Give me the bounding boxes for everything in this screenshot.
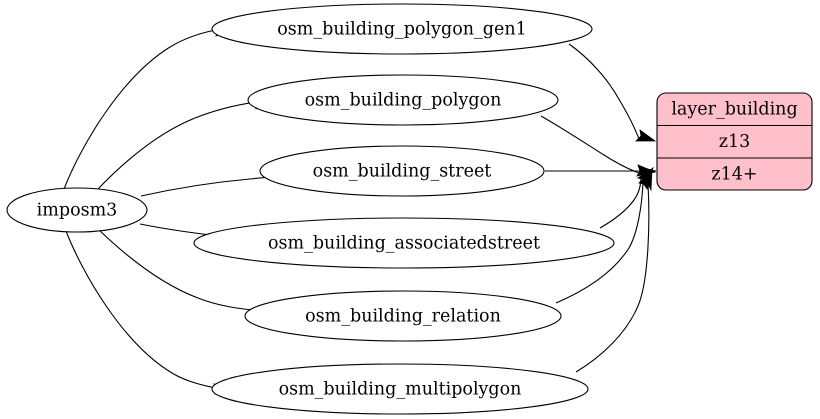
node-label: osm_building_street bbox=[313, 162, 492, 182]
edge-path bbox=[568, 43, 640, 140]
record-row-z14plus: z14+ bbox=[711, 165, 757, 185]
node-shape bbox=[6, 187, 148, 233]
edge-path bbox=[96, 101, 257, 191]
node-osm_building_multipolygon[interactable]: osm_building_multipolygon bbox=[211, 363, 589, 415]
edge-path bbox=[63, 29, 217, 190]
record-row-title: layer_building bbox=[671, 100, 797, 120]
edge-path bbox=[65, 230, 217, 389]
node-osm_building_relation[interactable]: osm_building_relation bbox=[244, 290, 562, 342]
node-shape bbox=[211, 3, 593, 55]
arrow-head-icon bbox=[635, 129, 657, 142]
node-layer_building[interactable]: layer_building z13 z14+ bbox=[656, 92, 813, 191]
node-label: osm_building_relation bbox=[305, 307, 501, 327]
record-background bbox=[656, 92, 813, 191]
edge-path bbox=[98, 229, 263, 312]
node-shape bbox=[211, 363, 589, 415]
node-shape bbox=[244, 290, 562, 342]
node-shape bbox=[247, 74, 559, 126]
edge-osm_building_multipolygon-to-layer_building-z14plus[interactable] bbox=[575, 168, 653, 373]
node-shape bbox=[193, 217, 615, 269]
node-label: osm_building_multipolygon bbox=[279, 380, 522, 400]
node-imposm3[interactable]: imposm3 bbox=[6, 187, 148, 233]
node-osm_building_street[interactable]: osm_building_street bbox=[259, 145, 545, 197]
edge-imposm3-to-osm_building_polygon[interactable] bbox=[96, 97, 273, 191]
node-osm_building_associatedstreet[interactable]: osm_building_associatedstreet bbox=[193, 217, 615, 269]
node-osm_building_polygon_gen1[interactable]: osm_building_polygon_gen1 bbox=[211, 3, 593, 55]
node-label: osm_building_polygon_gen1 bbox=[277, 20, 527, 40]
node-shape bbox=[259, 145, 545, 197]
edge-osm_building_polygon_gen1-to-layer_building-z13[interactable] bbox=[568, 43, 657, 142]
node-osm_building_polygon[interactable]: osm_building_polygon bbox=[247, 74, 559, 126]
edge-path bbox=[140, 175, 282, 197]
edge-imposm3-to-osm_building_multipolygon[interactable] bbox=[65, 230, 233, 395]
arrow-head-icon bbox=[643, 168, 653, 192]
edge-path bbox=[540, 115, 640, 174]
edge-osm_building_polygon-to-layer_building-z14plus[interactable] bbox=[540, 115, 657, 177]
record-row-z13: z13 bbox=[719, 132, 751, 152]
edge-path bbox=[599, 176, 642, 229]
edge-imposm3-to-osm_building_polygon_gen1[interactable] bbox=[63, 25, 234, 190]
node-label: osm_building_associatedstreet bbox=[268, 234, 540, 254]
node-label: imposm3 bbox=[37, 201, 118, 221]
node-label: osm_building_polygon bbox=[305, 91, 502, 111]
edge-path bbox=[555, 181, 644, 304]
edge-group-tables-to-layer bbox=[540, 43, 657, 373]
edge-path bbox=[575, 183, 650, 373]
